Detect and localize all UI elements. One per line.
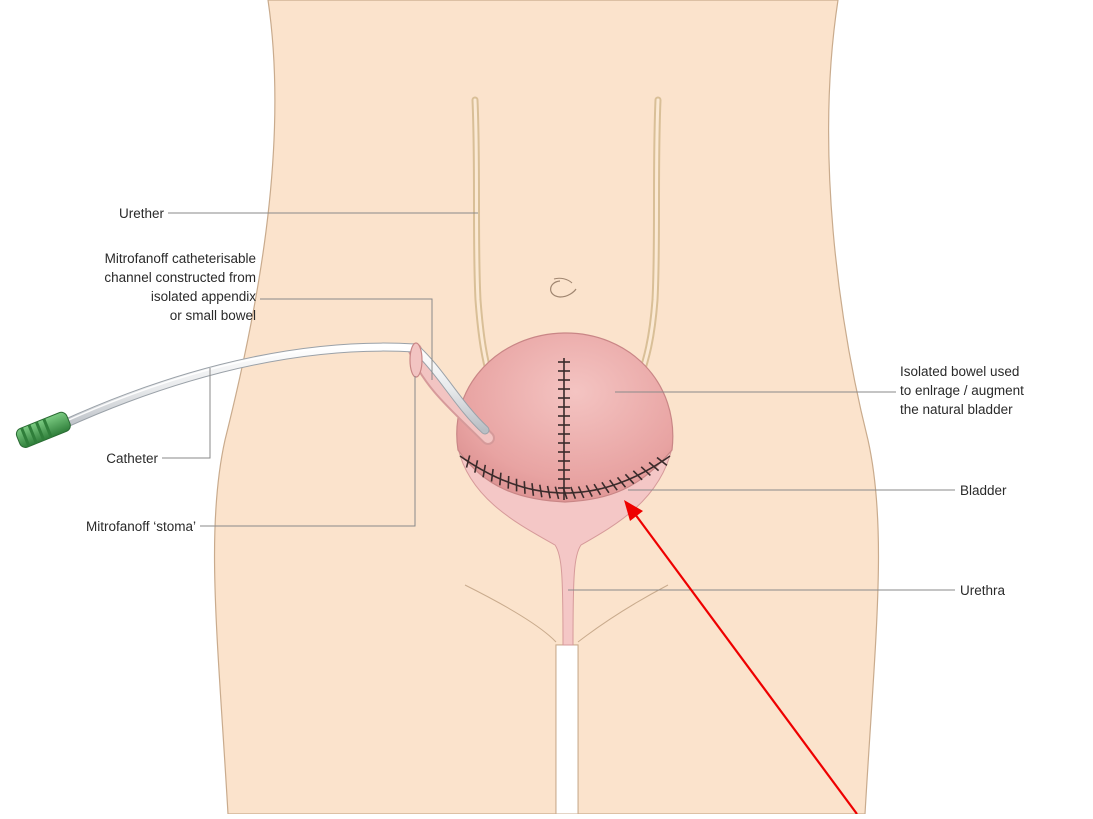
label-urethra: Urethra [960, 583, 1006, 598]
label-isolated-bowel-1: Isolated bowel used [900, 364, 1019, 379]
label-stoma: Mitrofanoff ‘stoma’ [86, 519, 196, 534]
suture-stitch [500, 473, 501, 486]
label-mitrofanoff-channel-2: channel constructed from [104, 270, 256, 285]
label-mitrofanoff-channel-1: Mitrofanoff catheterisable [105, 251, 256, 266]
catheter-tip [15, 410, 73, 449]
label-bladder: Bladder [960, 483, 1007, 498]
label-catheter: Catheter [106, 451, 158, 466]
label-isolated-bowel-3: the natural bladder [900, 402, 1013, 417]
suture-stitch [508, 476, 509, 489]
label-urether: Urether [119, 206, 165, 221]
label-mitrofanoff-channel-3: isolated appendix [151, 289, 256, 304]
label-isolated-bowel-2: to enlrage / augment [900, 383, 1024, 398]
stoma [410, 343, 422, 377]
label-mitrofanoff-channel-4: or small bowel [170, 308, 256, 323]
leg-gap [556, 645, 578, 814]
suture-stitch [524, 481, 525, 494]
